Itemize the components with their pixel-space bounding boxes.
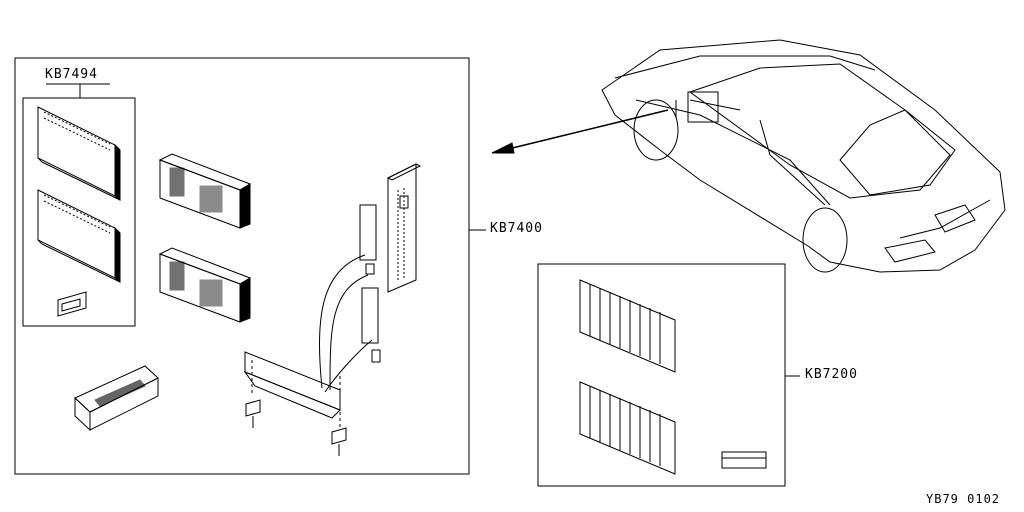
bolt-right-icon	[331, 427, 347, 456]
fuse-label-plate-icon	[721, 451, 767, 469]
kit-kb7494-frame	[22, 97, 136, 327]
label-plate-icon	[57, 291, 87, 317]
diagram-code: YB79 0102	[926, 492, 1001, 506]
connector-block-lower-icon	[158, 247, 252, 323]
fuse-strip-upper-icon	[579, 279, 676, 373]
filter-sheet-upper-icon	[37, 106, 121, 202]
car-illustration-icon	[601, 39, 1006, 273]
kit-kb7200-frame	[537, 263, 786, 487]
kit-kb7400-frame	[14, 57, 470, 475]
harness-bracket-icon	[243, 163, 422, 430]
filter-sheet-lower-icon	[37, 189, 121, 284]
bolt-left-icon	[245, 399, 261, 428]
grommet-icon	[74, 365, 159, 432]
connector-block-upper-icon	[158, 153, 252, 229]
kit-kb7200-label: KB7200	[805, 367, 858, 382]
kit-kb7400-label: KB7400	[490, 221, 543, 236]
kit-kb7494-label: KB7494	[45, 67, 98, 82]
fuse-strip-lower-icon	[579, 381, 676, 475]
location-arrow-icon	[491, 109, 669, 154]
kit-kb7494-group	[22, 83, 136, 327]
